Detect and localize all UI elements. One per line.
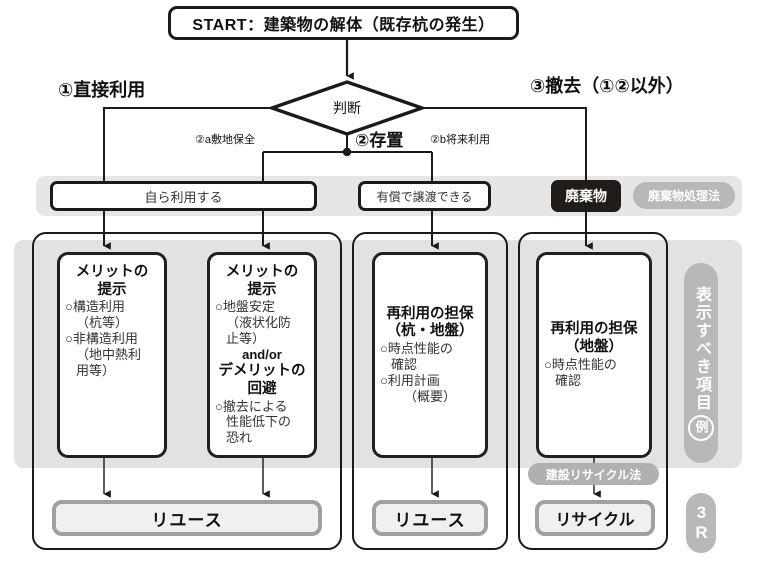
chip-construction-recycle-law: 建設リサイクル法 bbox=[528, 463, 659, 485]
card-item: ○時点性能の bbox=[544, 356, 617, 372]
decision-node: 判断 bbox=[272, 82, 422, 134]
card-item: 確認 bbox=[391, 356, 418, 372]
card-item: ○非構造利用 bbox=[65, 331, 138, 347]
start-terminator: START：建築物の解体（既存杭の発生） bbox=[168, 6, 519, 40]
branch-sublabel-future-use: ②b将来利用 bbox=[430, 134, 490, 146]
card-heading-line2: （地盤） bbox=[565, 339, 623, 356]
card-heading2-line2: 回避 bbox=[247, 380, 277, 397]
card-item: ○構造利用 bbox=[65, 299, 125, 315]
card-item: ○時点性能の bbox=[380, 340, 453, 356]
branch-label-removal: ③撤去（①②以外） bbox=[530, 76, 684, 96]
chip-waste-management-law: 廃棄物処理法 bbox=[633, 182, 735, 209]
branch-sublabel-site-preservation: ②a敷地保全 bbox=[195, 134, 255, 146]
card-reuse-assurance-pile-ground: 再利用の担保 （杭・地盤） ○時点性能の 確認 ○利用計画 （概要） bbox=[372, 252, 488, 458]
card-item: （液状化防 bbox=[226, 315, 292, 331]
result-reuse-mid: リユース bbox=[372, 500, 488, 536]
card-merit-structural: メリットの 提示 ○構造利用 （杭等） ○非構造利用 （地中熱利 用等） bbox=[57, 252, 167, 458]
card-item: ○利用計画 bbox=[380, 372, 440, 388]
card-heading-line1: メリットの bbox=[225, 264, 299, 280]
card-heading-line1: 再利用の担保 bbox=[386, 305, 474, 322]
card-item: 確認 bbox=[555, 372, 582, 388]
card-item: 止等） bbox=[226, 331, 266, 347]
side-label-display-items-text: 表示すべき項目 bbox=[693, 285, 710, 412]
card-heading2-line1: デメリットの bbox=[218, 363, 306, 380]
side-label-display-items: 表示すべき項目 例 bbox=[684, 263, 718, 463]
panel-direct-use bbox=[32, 232, 342, 550]
chip-waste: 廃棄物 bbox=[551, 180, 621, 212]
card-item: ○撤去による bbox=[215, 398, 288, 414]
panel-storage bbox=[352, 232, 508, 550]
result-recycle: リサイクル bbox=[535, 500, 655, 536]
side-label-3r: 3R bbox=[686, 493, 716, 553]
option-paid-transfer: 有償で譲渡できる bbox=[358, 181, 491, 211]
card-item: （地中熱利 bbox=[76, 346, 142, 362]
option-self-use: 自ら利用する bbox=[50, 181, 317, 211]
branch-label-direct-use: ①直接利用 bbox=[58, 80, 146, 100]
card-item: ○地盤安定 bbox=[215, 299, 275, 315]
decision-label: 判断 bbox=[333, 100, 361, 116]
card-item: 性能低下の bbox=[226, 414, 292, 430]
card-item: 用等） bbox=[76, 362, 116, 378]
card-heading-line1: 再利用の担保 bbox=[550, 321, 638, 338]
card-heading-line1: メリットの bbox=[75, 264, 149, 280]
card-heading-line2: 提示 bbox=[247, 281, 277, 298]
card-item: （杭等） bbox=[76, 315, 129, 331]
card-heading-line2: （杭・地盤） bbox=[386, 323, 474, 340]
card-reuse-assurance-ground: 再利用の担保 （地盤） ○時点性能の 確認 bbox=[536, 252, 652, 458]
card-heading-line2: 提示 bbox=[97, 281, 127, 298]
result-reuse-left: リユース bbox=[52, 500, 322, 536]
side-label-display-items-example: 例 bbox=[688, 414, 714, 441]
card-item: 恐れ bbox=[226, 430, 253, 446]
card-item: （概要） bbox=[403, 388, 456, 404]
panel-removal bbox=[518, 232, 668, 550]
card-connector-and-or: and/or bbox=[242, 346, 282, 362]
branch-label-storage: ②存置 bbox=[355, 131, 404, 150]
card-merit-demerit-ground: メリットの 提示 ○地盤安定 （液状化防 止等） and/or デメリットの 回… bbox=[207, 252, 317, 458]
